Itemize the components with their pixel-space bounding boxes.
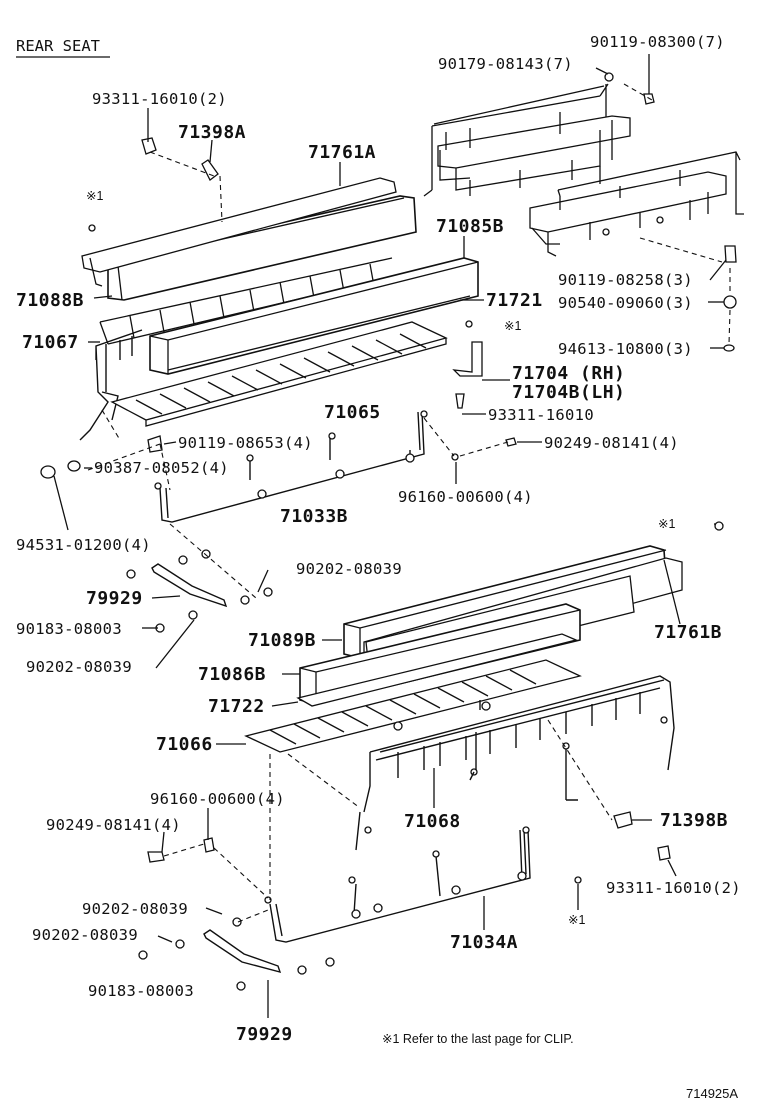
leg-rod-71034A xyxy=(264,826,531,943)
label-71067: 71067 xyxy=(22,332,79,353)
label-71722: 71722 xyxy=(208,696,265,717)
label-94613-10800: 94613-10800(3) xyxy=(558,340,693,358)
label-94531-01200: 94531-01200(4) xyxy=(16,536,151,554)
label-71033B: 71033B xyxy=(280,506,348,527)
seat-cushion-71085B xyxy=(149,257,479,375)
leader-lines xyxy=(53,54,727,1018)
label-90540-09060: 90540-09060(3) xyxy=(558,294,693,312)
label-90183-08003-b: 90183-08003 xyxy=(88,982,194,1000)
label-71085B: 71085B xyxy=(436,216,504,237)
label-90202-08039-a: 90202-08039 xyxy=(296,560,402,578)
label-71398B: 71398B xyxy=(660,810,728,831)
label-71088B: 71088B xyxy=(16,290,84,311)
label-93311-16010-2b: 93311-16010(2) xyxy=(606,879,741,897)
link-79929-lower xyxy=(138,917,335,991)
label-90249-08141-a: 90249-08141(4) xyxy=(544,434,679,452)
clip-mark-4: ※1 xyxy=(568,913,585,927)
label-96160-00600-b: 96160-00600(4) xyxy=(150,790,285,808)
label-90119-08300: 90119-08300(7) xyxy=(590,33,725,51)
label-71704B-lh: 71704B(LH) xyxy=(512,382,625,403)
label-90202-08039-d: 90202-08039 xyxy=(32,926,138,944)
label-79929-lower: 79929 xyxy=(236,1024,293,1045)
clip-mark-3: ※1 xyxy=(658,517,675,531)
label-79929-upper: 79929 xyxy=(86,588,143,609)
label-90249-08141-b: 90249-08141(4) xyxy=(46,816,181,834)
label-71761B: 71761B xyxy=(654,622,722,643)
label-90119-08653: 90119-08653(4) xyxy=(178,434,313,452)
label-71398A: 71398A xyxy=(178,122,246,143)
label-90179-08143: 90179-08143(7) xyxy=(438,55,573,73)
seat-overview-illustration xyxy=(423,83,744,257)
assembly-dashed-lines xyxy=(87,83,731,923)
label-71034A: 71034A xyxy=(450,932,518,953)
label-93311-16010-2a: 93311-16010(2) xyxy=(92,90,227,108)
frame-71067 xyxy=(79,329,143,441)
label-90119-08258: 90119-08258(3) xyxy=(558,271,693,289)
leg-rod-71033B xyxy=(154,410,428,523)
clip-markers: ※1 ※1 ※1 ※1 xyxy=(86,189,675,927)
diagram-title: REAR SEAT xyxy=(16,37,100,55)
label-96160-00600-a: 96160-00600(4) xyxy=(398,488,533,506)
clip-footnote: ※1 Refer to the last page for CLIP. xyxy=(382,1032,574,1046)
link-79929-upper xyxy=(126,549,273,608)
frame-71068 xyxy=(355,675,675,851)
seat-pan-71066 xyxy=(244,659,582,753)
label-90202-08039-b: 90202-08039 xyxy=(26,658,132,676)
clip-mark-1: ※1 xyxy=(86,189,103,203)
label-90387-08052: 90387-08052(4) xyxy=(94,459,229,477)
label-71068: 71068 xyxy=(404,811,461,832)
seatback-71761A xyxy=(81,177,417,301)
label-90183-08003-a: 90183-08003 xyxy=(16,620,122,638)
diagram-code: 714925A xyxy=(686,1086,738,1101)
part-labels: 93311-16010(2) 71398A 71761A 90179-08143… xyxy=(16,33,741,1045)
label-90202-08039-c: 90202-08039 xyxy=(82,900,188,918)
label-71721: 71721 xyxy=(486,290,543,311)
label-71065: 71065 xyxy=(324,402,381,423)
label-71086B: 71086B xyxy=(198,664,266,685)
label-71761A: 71761A xyxy=(308,142,376,163)
label-71089B: 71089B xyxy=(248,630,316,651)
label-71066: 71066 xyxy=(156,734,213,755)
seat-pan-71065 xyxy=(110,321,448,427)
label-93311-16010: 93311-16010 xyxy=(488,406,594,424)
clip-mark-2: ※1 xyxy=(504,319,521,333)
seat-pan-71722 xyxy=(296,633,579,707)
label-71704-rh: 71704 (RH) xyxy=(512,363,625,384)
